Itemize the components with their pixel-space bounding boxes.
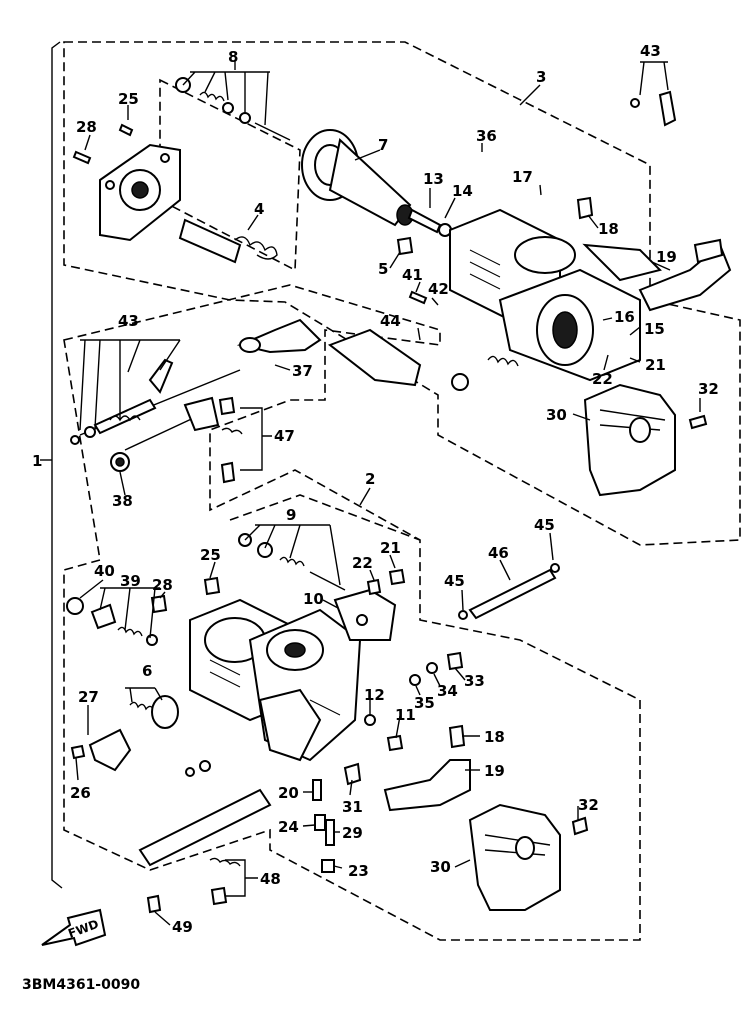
callout-28b: 28	[152, 576, 173, 594]
callout-13: 13	[423, 170, 444, 188]
upper-carb-body	[449, 208, 662, 382]
callout-9: 9	[286, 506, 296, 524]
choke-shaft-group	[70, 358, 243, 484]
callout-43b: 43	[118, 312, 139, 330]
callout-42: 42	[428, 280, 449, 298]
callout-23: 23	[348, 862, 369, 880]
callout-16: 16	[614, 308, 635, 326]
upper-parts	[72, 77, 732, 497]
callout-43a: 43	[640, 42, 661, 60]
callout-45a: 45	[534, 516, 555, 534]
callout-7: 7	[378, 136, 388, 154]
callout-numbers: 1 2 3 4 5 6 7 8 9 10 11 12 13 14 15 16 1…	[32, 42, 719, 936]
callout-27: 27	[78, 688, 99, 706]
callout-22b: 22	[352, 554, 373, 572]
callout-4: 4	[254, 200, 264, 218]
callout-32a: 32	[698, 380, 719, 398]
callout-36: 36	[476, 127, 497, 145]
callout-34: 34	[437, 682, 458, 700]
callout-45b: 45	[444, 572, 465, 590]
lower-parts	[66, 533, 589, 914]
callout-12: 12	[364, 686, 385, 704]
callout-22a: 22	[592, 370, 613, 388]
callout-3: 3	[536, 68, 546, 86]
callout-14: 14	[452, 182, 473, 200]
callout-30b: 30	[430, 858, 451, 876]
upper-float	[638, 238, 732, 312]
piston-spring	[178, 218, 278, 264]
callout-31: 31	[342, 798, 363, 816]
callout-41: 41	[402, 266, 423, 284]
callout-39: 39	[120, 572, 141, 590]
upper-float-bowl	[583, 383, 676, 497]
callout-47: 47	[274, 427, 295, 445]
fwd-arrow-icon: FWD	[41, 908, 107, 947]
callout-38: 38	[112, 492, 133, 510]
callout-33: 33	[464, 672, 485, 690]
callout-6: 6	[142, 662, 152, 680]
callout-1: 1	[32, 452, 42, 470]
callout-35: 35	[414, 694, 435, 712]
callout-18b: 18	[484, 728, 505, 746]
callout-17: 17	[512, 168, 533, 186]
drawing-code: 3BM4361-0090	[22, 977, 140, 993]
callout-30a: 30	[546, 406, 567, 424]
callout-8: 8	[228, 48, 238, 66]
callout-26: 26	[70, 784, 91, 802]
callout-2: 2	[365, 470, 375, 488]
callout-46: 46	[488, 544, 509, 562]
callout-49: 49	[172, 918, 193, 936]
callout-11: 11	[395, 706, 416, 724]
callout-21a: 21	[645, 356, 666, 374]
assembly-bracket	[40, 41, 63, 889]
callout-10: 10	[303, 590, 324, 608]
callout-24: 24	[278, 818, 299, 836]
callout-32b: 32	[578, 796, 599, 814]
callout-21b: 21	[380, 539, 401, 557]
callout-48: 48	[260, 870, 281, 888]
piston-diaphragm	[301, 129, 414, 227]
callout-40: 40	[94, 562, 115, 580]
leader-lines	[75, 60, 701, 926]
callout-44: 44	[380, 312, 401, 330]
callout-25b: 25	[200, 546, 221, 564]
callout-15: 15	[644, 320, 665, 338]
callout-19b: 19	[484, 762, 505, 780]
callout-18a: 18	[598, 220, 619, 238]
lower-carb-body	[189, 598, 362, 762]
callout-29: 29	[342, 824, 363, 842]
carb-cover-plate	[99, 143, 181, 242]
needle-kit	[175, 77, 291, 141]
callout-28a: 28	[76, 118, 97, 136]
callout-20: 20	[278, 784, 299, 802]
callout-25a: 25	[118, 90, 139, 108]
callout-19a: 19	[656, 248, 677, 266]
callout-5: 5	[378, 260, 388, 278]
callout-37: 37	[292, 362, 313, 380]
lower-float-bowl	[468, 803, 561, 911]
